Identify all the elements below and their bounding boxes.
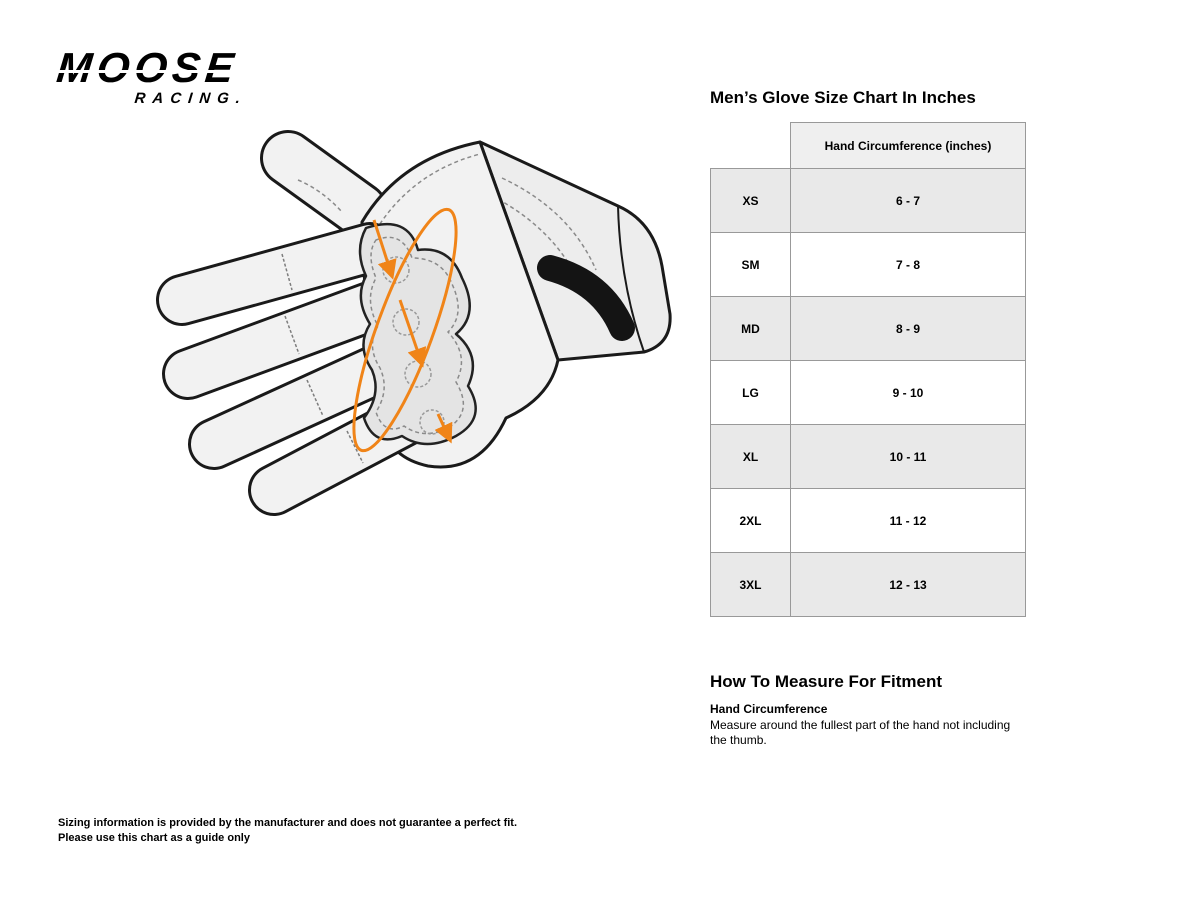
glove-thumb [260,130,388,238]
logo-word-racing: RACING. [133,90,248,107]
size-range: 8 - 9 [790,296,1026,361]
sizing-disclaimer: Sizing information is provided by the ma… [58,816,517,846]
size-label: XL [710,424,791,489]
logo-word-moose: MOOSE [55,44,249,91]
size-label: 2XL [710,488,791,553]
hand-circumference-subtitle: Hand Circumference [710,702,828,716]
size-label: 3XL [710,552,791,617]
size-label: MD [710,296,791,361]
how-to-measure-section: How To Measure For Fitment Hand Circumfe… [710,672,1030,748]
measurement-arrows [372,219,453,444]
size-range: 12 - 13 [790,552,1026,617]
size-label: SM [710,232,791,297]
how-to-measure-title: How To Measure For Fitment [710,672,943,691]
disclaimer-line-2: Please use this chart as a guide only [58,832,250,844]
size-column-header-empty [710,122,791,169]
circumference-column-header: Hand Circumference (inches) [790,122,1026,169]
finger-stitching [281,253,364,464]
size-chart-header-row: Hand Circumference (inches) [710,122,1026,169]
size-range: 6 - 7 [790,168,1026,233]
hand-circumference-instructions: Measure around the fullest part of the h… [710,718,1011,747]
size-label: LG [710,360,791,425]
measurement-ellipse [352,207,458,453]
size-range: 10 - 11 [790,424,1026,489]
moose-racing-logo: MOOSE RACING. [55,44,249,107]
glove-illustration [156,130,672,516]
size-chart-title: Men’s Glove Size Chart In Inches [710,88,976,107]
measurement-annotation [352,207,458,453]
size-range: 7 - 8 [790,232,1026,297]
size-range: 9 - 10 [790,360,1026,425]
disclaimer-line-1: Sizing information is provided by the ma… [58,817,518,829]
velcro-patch [537,255,635,341]
size-chart-section: Men’s Glove Size Chart In Inches Hand Ci… [710,88,1030,617]
size-range: 11 - 12 [790,488,1026,553]
size-label: XS [710,168,791,233]
glove-cuff [478,140,672,362]
glove-measurement-diagram [150,118,690,518]
